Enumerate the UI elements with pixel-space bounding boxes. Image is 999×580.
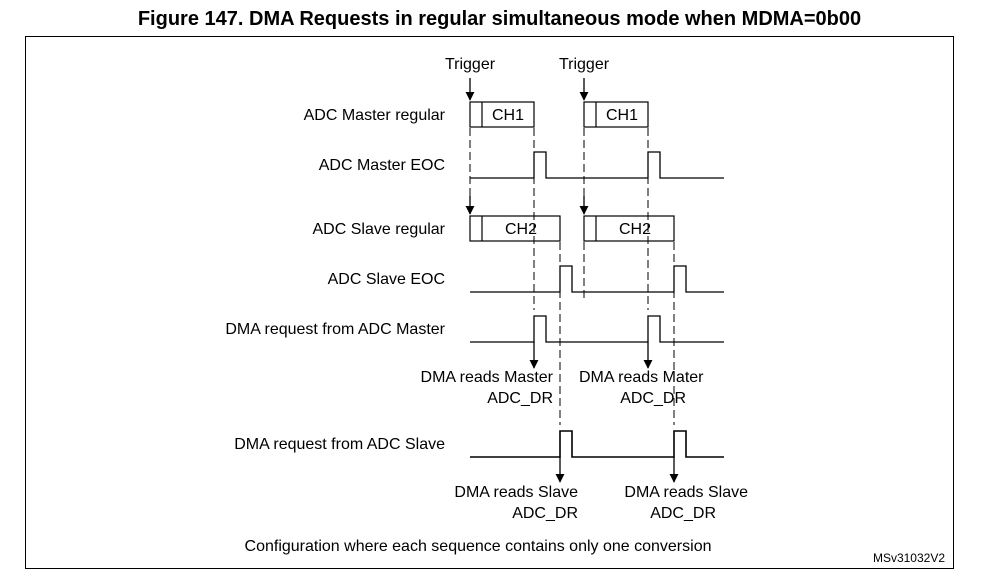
annotation-reads-master-1-line1: DMA reads Master xyxy=(421,369,554,386)
master-conversion-1-label: CH1 xyxy=(492,107,524,124)
label-master-regular: ADC Master regular xyxy=(304,107,446,124)
dma-req-master-waveform xyxy=(470,315,724,343)
annotation-reads-master-1-line2: ADC_DR xyxy=(487,390,553,407)
master-eoc-waveform xyxy=(470,151,724,179)
slave-conversion-2-label: CH2 xyxy=(619,221,651,238)
annotation-reads-slave-2-line2: ADC_DR xyxy=(650,505,716,522)
dashed-guides xyxy=(469,128,675,425)
trigger-label-1: Trigger xyxy=(445,56,496,73)
dma-req-slave-waveform xyxy=(470,430,724,458)
trigger-label-2: Trigger xyxy=(559,56,610,73)
figure-caption: Configuration where each sequence contai… xyxy=(245,538,712,555)
label-dma-req-master: DMA request from ADC Master xyxy=(225,321,445,338)
label-slave-eoc: ADC Slave EOC xyxy=(328,271,445,288)
annotation-reads-master-2-line1: DMA reads Mater xyxy=(579,369,704,386)
figure-ref-code: MSv31032V2 xyxy=(873,551,945,565)
master-conversion-1: CH1 xyxy=(469,101,535,128)
annotation-reads-master-2-line2: ADC_DR xyxy=(620,390,686,407)
master-conversion-2: CH1 xyxy=(583,101,649,128)
figure-title: Figure 147. DMA Requests in regular simu… xyxy=(137,8,862,30)
slave-conversion-1-label: CH2 xyxy=(505,221,537,238)
figure-frame xyxy=(25,36,954,569)
slave-conversion-2: CH2 xyxy=(583,215,675,242)
label-master-eoc: ADC Master EOC xyxy=(319,157,445,174)
label-slave-regular: ADC Slave regular xyxy=(313,221,446,238)
master-conversion-2-label: CH1 xyxy=(606,107,638,124)
annotation-reads-slave-1-line2: ADC_DR xyxy=(512,505,578,522)
annotation-reads-slave-2-line1: DMA reads Slave xyxy=(624,484,748,501)
annotation-reads-slave-1-line1: DMA reads Slave xyxy=(454,484,578,501)
slave-eoc-waveform xyxy=(470,265,724,293)
label-dma-req-slave: DMA request from ADC Slave xyxy=(234,436,445,453)
slave-conversion-1: CH2 xyxy=(469,215,561,242)
